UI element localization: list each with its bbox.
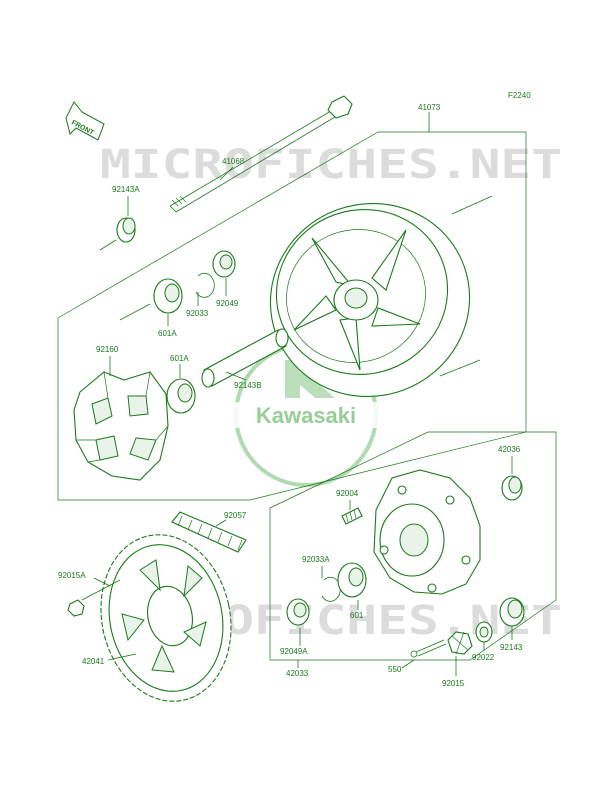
label-92033a[interactable]: 92033A (302, 555, 330, 564)
label-92022[interactable]: 92022 (472, 653, 495, 662)
rear-wheel-41073 (269, 195, 493, 398)
svg-text:MICROFICHES.NET: MICROFICHES.NET (100, 142, 562, 188)
coupling-42033 (373, 469, 481, 595)
label-92143[interactable]: 92143 (500, 643, 523, 652)
label-42033[interactable]: 42033 (286, 669, 309, 678)
bearing-601 (337, 562, 367, 598)
label-92143b[interactable]: 92143B (234, 381, 262, 390)
label-42036[interactable]: 42036 (498, 445, 521, 454)
collar-92143b (201, 328, 289, 388)
label-601a-top[interactable]: 601A (158, 329, 177, 338)
oil-seal-92049a (286, 598, 310, 626)
label-41068[interactable]: 41068 (222, 157, 245, 166)
damper-92160 (73, 371, 169, 481)
label-92049[interactable]: 92049 (216, 299, 239, 308)
collar-92143 (499, 597, 525, 627)
label-92160[interactable]: 92160 (96, 345, 119, 354)
part-labels: 41068 41073 92143A 92160 601A 92033 9204… (58, 103, 523, 688)
chain-92057 (171, 511, 247, 553)
bottom-group-frame (269, 431, 557, 661)
label-42041[interactable]: 42041 (82, 657, 105, 666)
sprocket-42041 (100, 534, 232, 702)
circlip-92033a (321, 576, 341, 602)
cotter-pin-550 (410, 639, 447, 658)
bearing-601a-mid (166, 378, 196, 414)
nut-92015 (447, 631, 473, 655)
bearing-601a-top (119, 278, 183, 321)
label-92057[interactable]: 92057 (224, 511, 247, 520)
axle-41068 (169, 95, 353, 213)
label-92033[interactable]: 92033 (186, 309, 209, 318)
nut-92015a (67, 579, 121, 617)
label-601[interactable]: 601 (350, 611, 364, 620)
label-92049a[interactable]: 92049A (280, 647, 308, 656)
figure-code: F2240 (508, 91, 531, 100)
label-601a-mid[interactable]: 601A (170, 354, 189, 363)
circlip-92033 (195, 272, 215, 298)
leader-lines (93, 112, 513, 676)
collar-42036 (501, 475, 523, 501)
label-550[interactable]: 550 (388, 665, 402, 674)
label-41073[interactable]: 41073 (418, 103, 441, 112)
stud-92004 (341, 507, 363, 525)
front-arrow-icon: FRONT (65, 101, 105, 141)
oil-seal-92049 (212, 250, 236, 278)
collar-92143a (99, 217, 136, 251)
label-92015a[interactable]: 92015A (58, 571, 86, 580)
svg-text:Kawasaki: Kawasaki (256, 403, 356, 428)
label-92004[interactable]: 92004 (336, 489, 359, 498)
watermark-top: MICROFICHES.NET (100, 142, 562, 188)
washer-92022 (475, 621, 493, 643)
label-92143a[interactable]: 92143A (112, 185, 140, 194)
label-92015[interactable]: 92015 (442, 679, 465, 688)
